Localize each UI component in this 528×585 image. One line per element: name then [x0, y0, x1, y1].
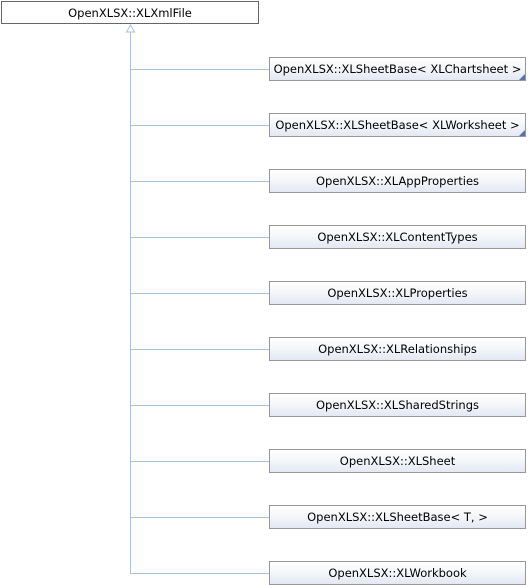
- class-node-label: OpenXLSX::XLRelationships: [318, 342, 477, 356]
- class-node-xlappproperties[interactable]: OpenXLSX::XLAppProperties: [269, 169, 526, 193]
- class-node-xlsheetbase-xlchartsheet[interactable]: OpenXLSX::XLSheetBase< XLChartsheet >: [269, 57, 526, 81]
- class-node-xlworkbook[interactable]: OpenXLSX::XLWorkbook: [269, 561, 526, 585]
- class-node-label: OpenXLSX::XLProperties: [327, 286, 468, 300]
- class-node-label: OpenXLSX::XLXmlFile: [68, 5, 192, 20]
- class-node-label: OpenXLSX::XLSheet: [339, 454, 456, 468]
- class-node-xlcontenttypes[interactable]: OpenXLSX::XLContentTypes: [269, 225, 526, 249]
- class-node-label: OpenXLSX::XLContentTypes: [317, 230, 478, 244]
- class-node-xlproperties[interactable]: OpenXLSX::XLProperties: [269, 281, 526, 305]
- class-node-xlsheet[interactable]: OpenXLSX::XLSheet: [269, 449, 526, 473]
- class-node-label: OpenXLSX::XLSheetBase< T, >: [307, 510, 488, 524]
- class-node-label: OpenXLSX::XLAppProperties: [315, 174, 480, 188]
- class-node-label: OpenXLSX::XLWorkbook: [328, 566, 467, 580]
- class-node-label: OpenXLSX::XLSharedStrings: [315, 398, 479, 412]
- class-node-xlsheetbase-t[interactable]: OpenXLSX::XLSheetBase< T, >: [269, 505, 526, 529]
- class-node-xlrelationships[interactable]: OpenXLSX::XLRelationships: [269, 337, 526, 361]
- inheritance-arrowhead: [125, 23, 136, 33]
- class-node-xlsheetbase-xlworksheet[interactable]: OpenXLSX::XLSheetBase< XLWorksheet >: [269, 113, 526, 137]
- class-node-xlsharedstrings[interactable]: OpenXLSX::XLSharedStrings: [269, 393, 526, 417]
- class-node-label: OpenXLSX::XLSheetBase< XLChartsheet >: [273, 62, 522, 76]
- class-node-xlxmlfile[interactable]: OpenXLSX::XLXmlFile: [1, 1, 259, 24]
- class-node-label: OpenXLSX::XLSheetBase< XLWorksheet >: [275, 118, 520, 132]
